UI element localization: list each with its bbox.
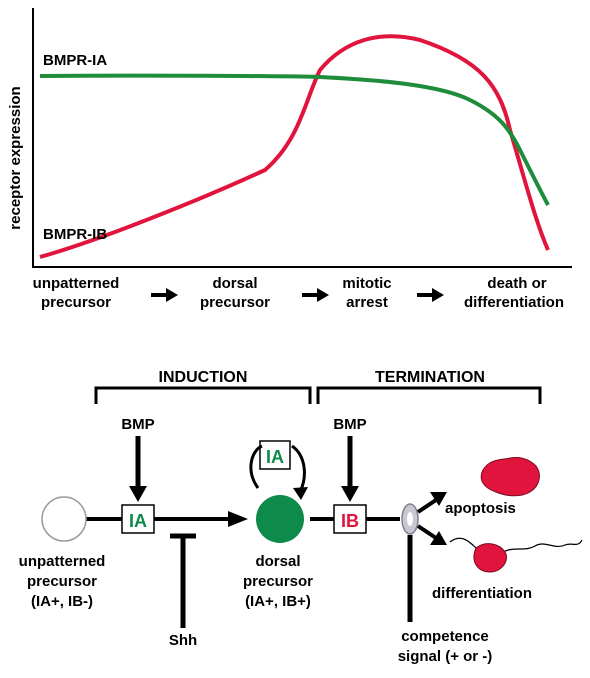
stage-mitotic: mitotic arrest	[342, 275, 391, 311]
neuron-process	[449, 537, 583, 553]
differentiation-label: differentiation	[432, 585, 532, 602]
stage-label-line1: death or	[487, 275, 546, 292]
expression-chart: receptor expression BMPR-IA BMPR-IB unpa…	[7, 8, 572, 311]
ia-loop-box	[259, 440, 291, 470]
stage-label-line1: mitotic	[342, 275, 391, 292]
stage-label-line1: unpatterned	[33, 275, 120, 292]
induction-label: INDUCTION	[159, 369, 248, 386]
ia-receptor-label: IA	[129, 511, 147, 531]
apoptotic-cell-icon	[480, 457, 540, 497]
stage-label-line2: arrest	[346, 294, 388, 311]
competence-label-line1: competence	[401, 628, 489, 645]
competence-ring-hole	[407, 512, 413, 526]
stage-label-line2: differentiation	[464, 294, 564, 311]
stage-dorsal: dorsal precursor	[200, 275, 270, 311]
branch-arrow-icon	[430, 492, 447, 506]
stage-arrow-icon	[151, 288, 178, 302]
branch-arrow-icon	[430, 531, 447, 545]
dorsal-label-line3: (IA+, IB+)	[245, 593, 311, 610]
pathway-diagram: INDUCTION TERMINATION BMP BMP IA Shh IA	[19, 369, 583, 665]
loop-arrow-icon	[293, 487, 308, 500]
unpatterned-label-line1: unpatterned	[19, 553, 106, 570]
bmp-label-right: BMP	[333, 416, 366, 433]
neuron-cell-icon	[473, 543, 507, 573]
series-label-bmpr-ia: BMPR-IA	[43, 52, 107, 69]
stage-death: death or differentiation	[464, 275, 564, 311]
bmp-arrow-icon	[341, 486, 359, 502]
series-line-bmpr-ia	[39, 73, 550, 206]
bmp-arrow-icon	[129, 486, 147, 502]
ib-receptor-label: IB	[341, 511, 359, 531]
stage-arrow-icon	[417, 288, 444, 302]
stage-unpatterned: unpatterned precursor	[33, 275, 120, 311]
unpatterned-cell	[41, 496, 87, 542]
stage-arrow-icon	[302, 288, 329, 302]
dorsal-cell	[256, 495, 304, 543]
series-line-bmpr-ib	[39, 34, 550, 259]
unpatterned-label-line3: (IA+, IB-)	[31, 593, 93, 610]
series-label-bmpr-ib: BMPR-IB	[43, 226, 107, 243]
competence-label-line2: signal (+ or -)	[398, 648, 493, 665]
stage-label-line2: precursor	[41, 294, 111, 311]
stage-label-line2: precursor	[200, 294, 270, 311]
ia-loop-label: IA	[266, 447, 284, 467]
shh-label: Shh	[169, 632, 197, 649]
y-axis-label: receptor expression	[7, 86, 24, 229]
stage-label-line1: dorsal	[212, 275, 257, 292]
dorsal-label-line1: dorsal	[255, 553, 300, 570]
branch-line-differentiation	[416, 524, 438, 540]
dorsal-label-line2: precursor	[243, 573, 313, 590]
unpatterned-label-line2: precursor	[27, 573, 97, 590]
ib-receptor-box	[333, 504, 367, 534]
termination-label: TERMINATION	[375, 369, 485, 386]
ia-receptor-box	[121, 504, 155, 534]
apoptosis-label: apoptosis	[445, 500, 516, 517]
bmp-label-left: BMP	[121, 416, 154, 433]
termination-bracket	[316, 386, 542, 404]
branch-line-apoptosis	[416, 498, 438, 514]
pathway-arrow-icon	[228, 511, 248, 527]
induction-bracket	[94, 386, 312, 404]
